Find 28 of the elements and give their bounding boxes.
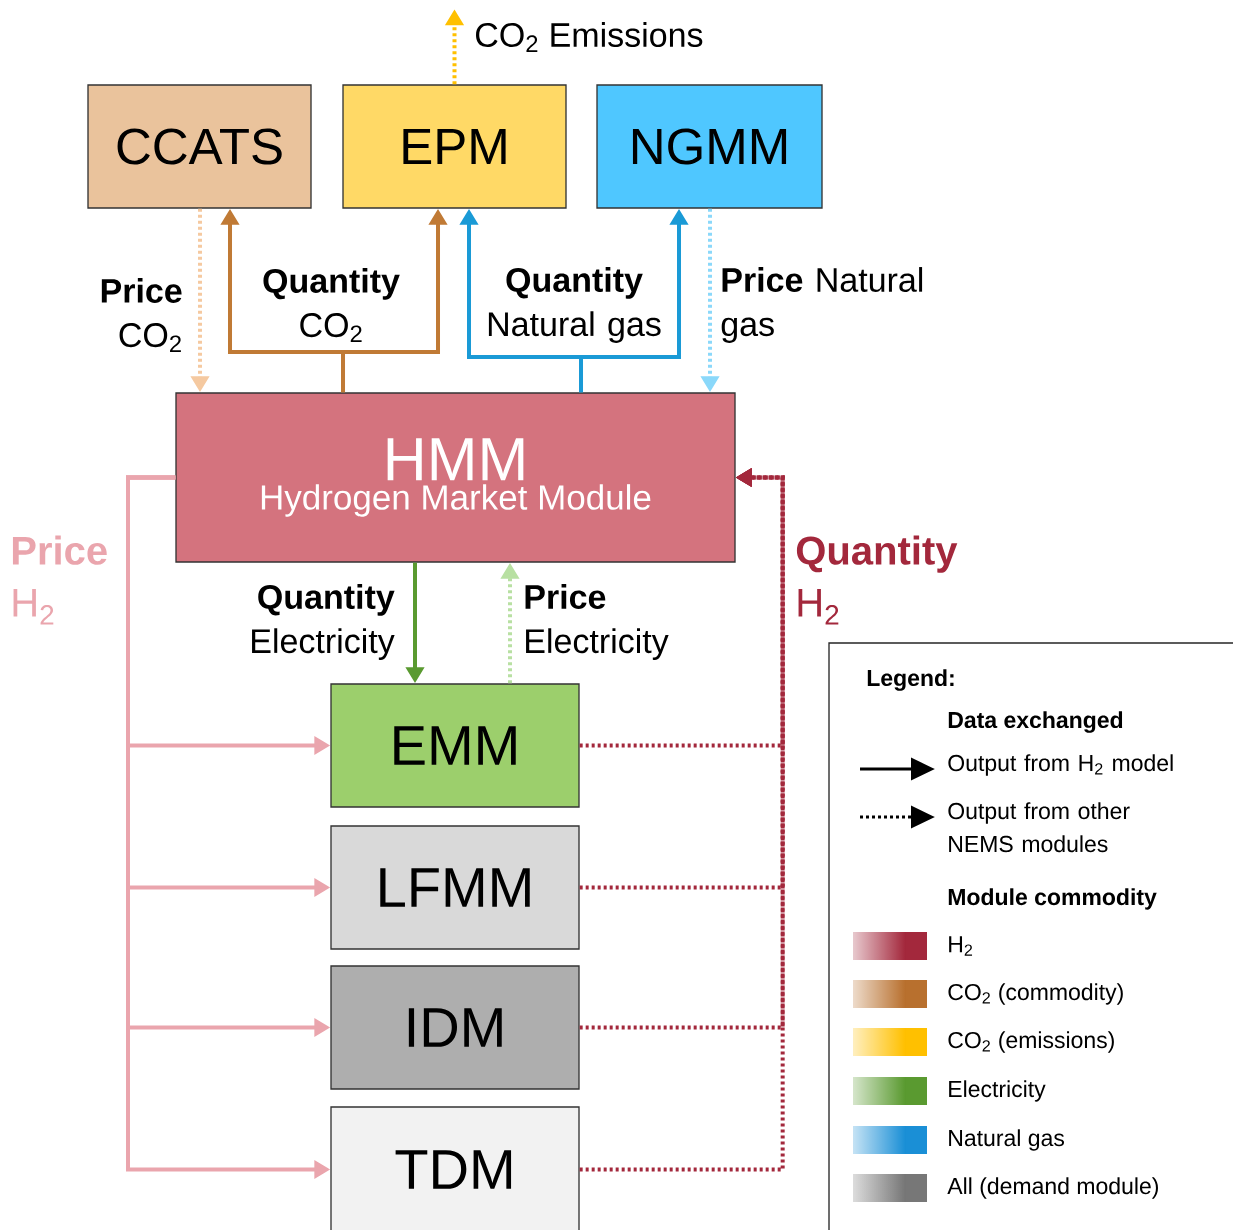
legend-text: CO$_{2}$ (commodity): [948, 983, 1123, 1005]
legend-heading: Module commodity: [948, 888, 1157, 910]
edge-label: Quantity Natural gas: [488, 267, 661, 343]
legend-text: Electricity: [949, 1080, 1046, 1102]
module-box: EPM: [342, 84, 567, 209]
legend-heading: Legend:: [867, 669, 954, 691]
edge-label: Price Natural gas: [721, 267, 923, 343]
legend-text: CO$_{2}$ (emissions): [948, 1031, 1114, 1053]
module-box: NGMM: [596, 84, 823, 209]
edge-label: Price CO$_{2}$: [101, 278, 182, 352]
edge-label: Quantity CO$_{2}$: [263, 268, 400, 342]
legend-text: Natural gas: [949, 1129, 1064, 1151]
module-box: LFMM: [330, 825, 580, 950]
edge-label: Quantity H$_{2}$: [796, 535, 958, 625]
legend-text: All (demand module): [947, 1177, 1158, 1199]
legend-heading: Data exchanged: [948, 711, 1123, 733]
edge-label: Price Electricity: [525, 584, 669, 660]
edge-label: Quantity Electricity: [252, 584, 395, 660]
legend-text: Output from other NEMS modules: [948, 802, 1130, 853]
module-box: TDM: [330, 1106, 580, 1230]
module-box: CCATS: [87, 84, 312, 209]
legend-text: H$_{2}$: [949, 936, 973, 956]
module-box: IDM: [330, 965, 580, 1090]
module-box: EMM: [330, 683, 580, 808]
legend-text: Output from H$_{2}$ model: [948, 754, 1173, 776]
edge-label: Price H$_{2}$: [12, 535, 107, 625]
hydrogen-module-box: HMM Hydrogen Market Module: [175, 392, 736, 563]
edge-label: CO$_{2}$ Emissions: [476, 22, 703, 52]
